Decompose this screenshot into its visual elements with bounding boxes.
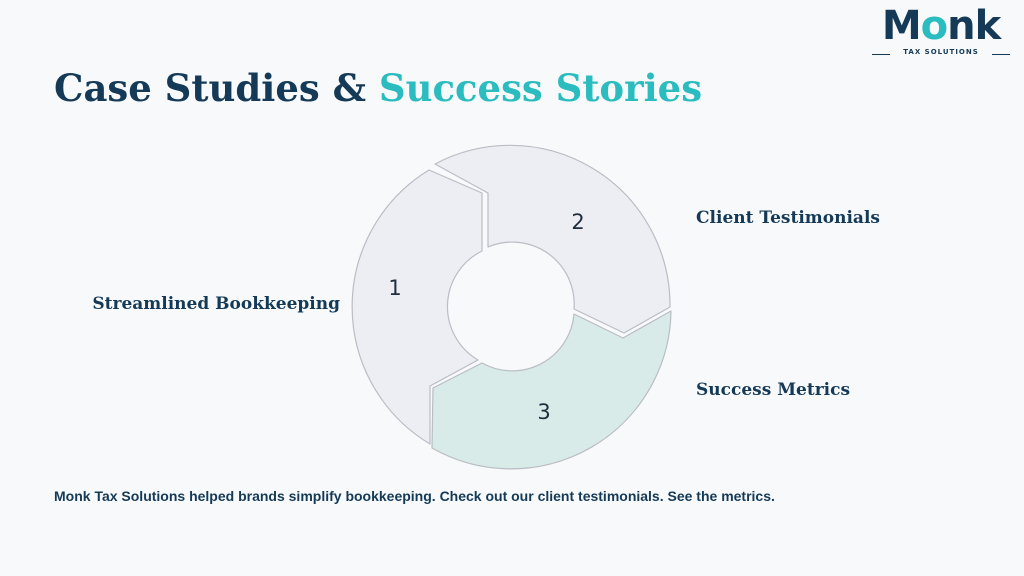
segment-number-3: 3 [537, 400, 550, 424]
cycle-segment-1 [351, 169, 483, 445]
logo-letter-o: o [920, 3, 949, 49]
logo-rule-left [872, 54, 890, 55]
monk-logo: Monk TAX SOLUTIONS [868, 4, 1014, 60]
label-client-testimonials: Client Testimonials [696, 208, 880, 228]
logo-wordmark: Monk [868, 4, 1014, 48]
label-streamlined-bookkeeping: Streamlined Bookkeeping [92, 294, 340, 314]
page-title: Case Studies & Success Stories [54, 64, 702, 112]
title-main: Case Studies & [54, 66, 379, 110]
cycle-segment-3 [431, 310, 672, 470]
label-success-metrics: Success Metrics [696, 380, 851, 400]
logo-letters-nk: nk [947, 3, 1001, 49]
segment-number-1: 1 [388, 276, 401, 300]
cycle-segment-2 [434, 144, 671, 334]
logo-rule-right [992, 54, 1010, 55]
title-accent: Success Stories [378, 66, 703, 110]
logo-tagline: TAX SOLUTIONS [903, 48, 979, 56]
footer-caption: Monk Tax Solutions helped brands simplif… [54, 488, 775, 504]
segment-number-2: 2 [571, 210, 584, 234]
logo-letter-m: M [881, 3, 922, 49]
